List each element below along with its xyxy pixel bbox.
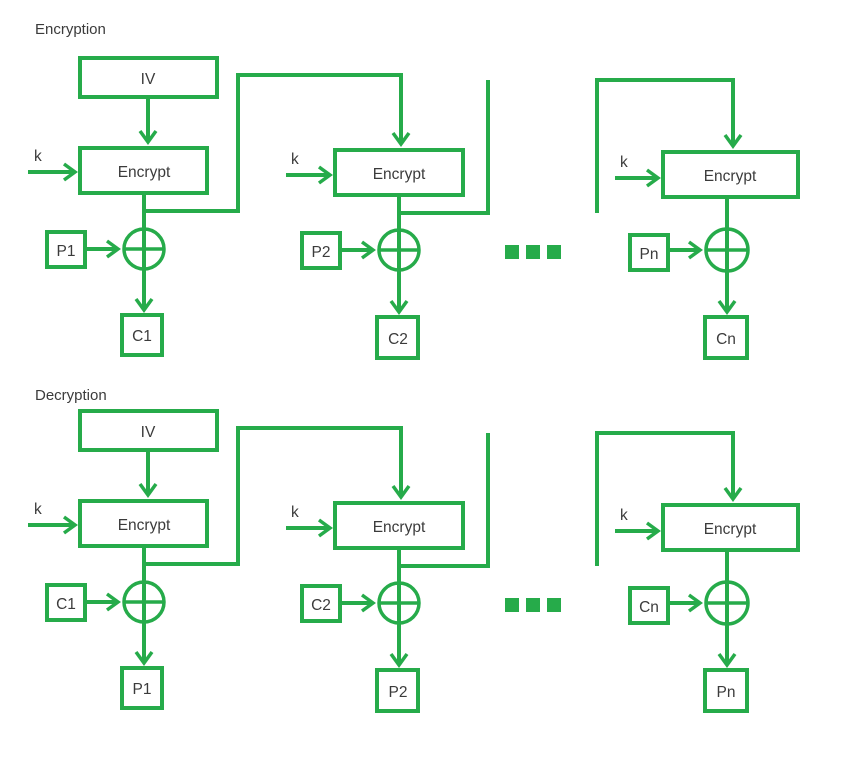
dec-block2-output-box: [375, 668, 420, 713]
dec-block1-key-label: k: [34, 501, 42, 518]
ellipsis-square-icon: [526, 245, 540, 259]
enc-blockn-encrypt-box: [661, 150, 800, 199]
dec-block1-iv-label: IV: [141, 424, 156, 441]
enc-block1-input-label: P1: [57, 243, 76, 260]
dec-block1-encrypt-label: Encrypt: [118, 517, 171, 534]
ellipsis-square-icon: [505, 598, 519, 612]
dec-block2-key-label: k: [291, 504, 299, 521]
dec-blockn-output-box: [703, 668, 749, 713]
enc-block2-input-label: P2: [312, 244, 331, 261]
ellipsis-square-icon: [505, 245, 519, 259]
decryption-section-title: Decryption: [35, 387, 107, 404]
enc-blockn-input-box: [628, 233, 670, 272]
enc-block1-iv-label: IV: [141, 71, 156, 88]
decryption-section: Decryption IV Encrypt k C1 P1 Encrypt k …: [28, 387, 800, 713]
encryption-section-title: Encryption: [35, 21, 106, 38]
enc-feedback-wire-1to2: [144, 73, 411, 213]
dec-feedback-wire-into-n: [595, 431, 743, 566]
dec-block1-output-label: P1: [133, 681, 152, 698]
enc-block2-output-box: [375, 315, 420, 360]
dec-blockn-encrypt-label: Encrypt: [704, 521, 757, 538]
dec-feedback-wire-1to2: [144, 426, 411, 566]
enc-blockn-output-box: [703, 315, 749, 360]
ellipsis-square-icon: [547, 245, 561, 259]
dec-blockn-input-label: Cn: [639, 599, 659, 616]
enc-block1-key-label: k: [34, 148, 42, 165]
enc-block1-encrypt-box: [78, 146, 209, 195]
enc-block1-encrypt-label: Encrypt: [118, 164, 171, 181]
dec-block2-input-label: C2: [311, 597, 331, 614]
dec-block2-output-label: P2: [389, 684, 408, 701]
enc-block1-output-label: C1: [132, 328, 152, 345]
enc-block2-output-label: C2: [388, 331, 408, 348]
ellipsis-square-icon: [526, 598, 540, 612]
dec-blockn-output-label: Pn: [717, 684, 736, 701]
dec-block1-encrypt-box: [78, 499, 209, 548]
encryption-section: Encryption IV Encrypt k P1 C1 Encrypt k …: [28, 21, 800, 360]
enc-block1-input-box: [45, 230, 87, 269]
dec-feedback-wire-2to3: [399, 433, 490, 568]
enc-continuation-ellipsis-icon: [505, 245, 561, 259]
enc-feedback-wire-2to3: [399, 80, 490, 215]
dec-block1-iv-box: [78, 409, 219, 452]
dec-blockn-input-box: [628, 586, 670, 625]
enc-block2-key-label: k: [291, 151, 299, 168]
enc-feedback-wire-into-n: [595, 78, 743, 213]
dec-block2-encrypt-label: Encrypt: [373, 519, 426, 536]
dec-continuation-ellipsis-icon: [505, 598, 561, 612]
dec-blockn-key-label: k: [620, 507, 628, 524]
ellipsis-square-icon: [547, 598, 561, 612]
dec-block1-output-box: [120, 666, 164, 710]
enc-block2-encrypt-label: Encrypt: [373, 166, 426, 183]
dec-block1-input-label: C1: [56, 596, 76, 613]
enc-blockn-key-label: k: [620, 154, 628, 171]
enc-block1-output-box: [120, 313, 164, 357]
dec-blockn-encrypt-box: [661, 503, 800, 552]
enc-blockn-input-label: Pn: [640, 246, 659, 263]
enc-blockn-output-label: Cn: [716, 331, 736, 348]
enc-blockn-encrypt-label: Encrypt: [704, 168, 757, 185]
